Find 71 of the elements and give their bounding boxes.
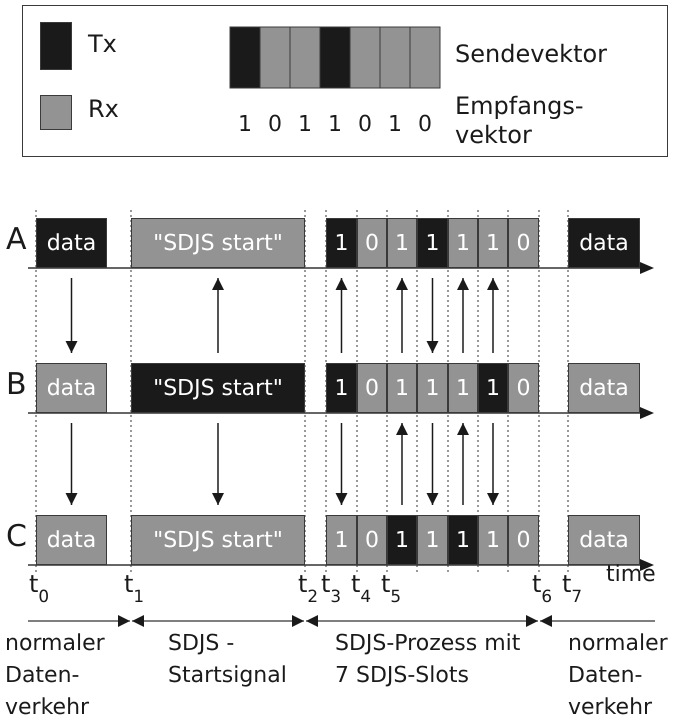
legend-label: Rx [88,95,119,124]
row-label: B [6,367,27,403]
arrow [66,423,78,505]
slot-block: 1 [478,218,508,268]
arrow [457,423,469,505]
arrow [487,278,499,353]
row-label: C [6,519,27,555]
arrow [457,278,469,353]
time-label: t$_{1}$ [124,570,144,606]
arrow [396,278,408,353]
slot-block: 0 [357,363,387,413]
slot-block: 1 [417,515,448,565]
slot-block: 1 [417,218,448,268]
vector-digit: 1 [388,112,402,138]
packet-block: "SDJS start" [131,515,305,565]
phase-label: normaler Daten- verkehr [5,630,106,722]
slot-block: 1 [387,218,417,268]
time-label: t$_{0}$ [29,570,50,606]
packet-block: "SDJS start" [131,363,305,413]
slot-block: 1 [448,515,478,565]
slot-block: 1 [478,515,508,565]
slot-block: 1 [478,363,508,413]
slot-block: 1 [387,363,417,413]
slot-block: 1 [448,363,478,413]
arrow [212,278,224,353]
packet-block: data [568,218,640,268]
time-label: t$_{7}$ [562,570,582,606]
slot-block: 1 [417,363,448,413]
arrow [66,278,78,353]
arrow [426,278,438,353]
row-label: A [6,222,27,258]
arrow [336,278,348,353]
slot-block: 0 [357,515,387,565]
slot-block: 1 [326,363,357,413]
slot-block: 0 [357,218,387,268]
arrow [426,423,438,505]
axis-label: time [606,562,656,588]
packet-block: data [36,363,107,413]
time-label: t$_{5}$ [381,570,402,606]
phase-label: SDJS-Prozess mit 7 SDJS-Slots [335,630,522,690]
slot-block: 0 [508,218,539,268]
vector-digit: 1 [328,112,342,138]
phase-label: normaler Daten- verkehr [568,630,669,722]
slot-block: 1 [326,515,357,565]
slot-block: 0 [508,515,539,565]
packet-block: data [568,515,640,565]
slot-block: 1 [448,218,478,268]
slot-block: 1 [387,515,417,565]
time-label: t$_{6}$ [532,570,552,606]
packet-block: data [568,363,640,413]
vector-caption: Empfangs- vektor [455,92,585,150]
arrow [336,423,348,505]
arrow [487,423,499,505]
packet-block: "SDJS start" [131,218,305,268]
slot-block: 0 [508,363,539,413]
vector-digit: 0 [418,112,432,138]
arrow [212,423,224,505]
time-label: t$_{2}$ [298,570,318,606]
packet-block: data [36,218,107,268]
vector-digit: 1 [238,112,252,138]
time-label: t$_{3}$ [321,570,342,606]
vector-digit: 0 [358,112,372,138]
slot-block: 1 [326,218,357,268]
vector-digit: 1 [298,112,312,138]
vector-digit: 0 [268,112,282,138]
time-label: t$_{4}$ [351,570,372,606]
phase-label: SDJS - Startsignal [168,630,288,690]
legend-label: Tx [88,30,117,59]
arrow [396,423,408,505]
vector-caption: Sendevektor [455,40,608,69]
packet-block: data [36,515,107,565]
